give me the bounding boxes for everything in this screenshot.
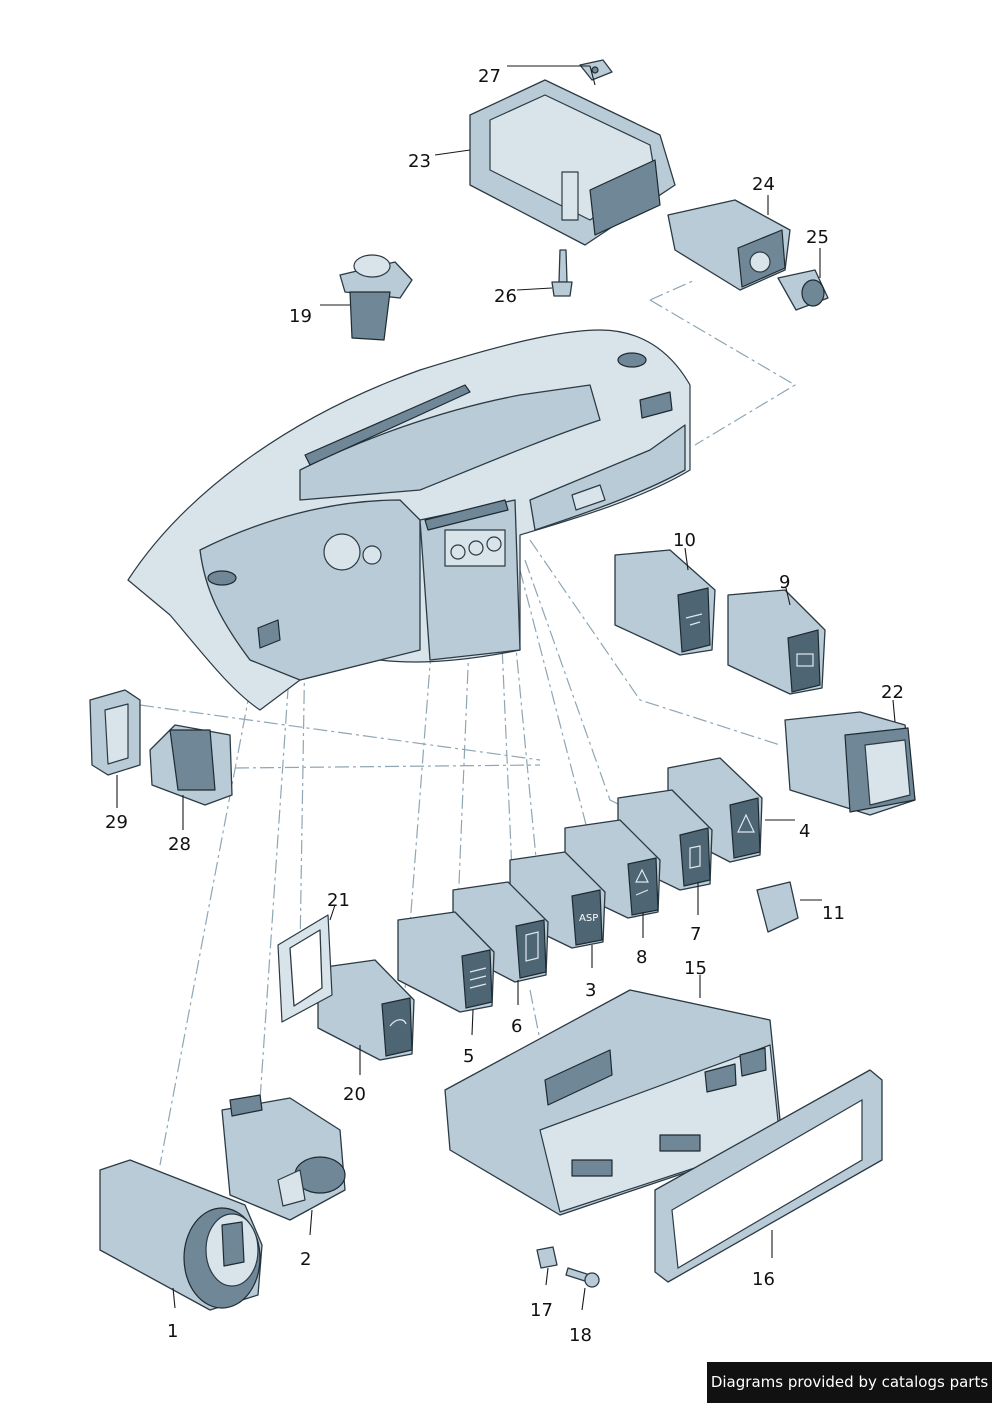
- rotary-switch-22: [784, 711, 916, 816]
- switch-20: [317, 959, 415, 1061]
- credit-footer: Diagrams provided by catalogs parts: [707, 1362, 992, 1403]
- label-7: 7: [690, 924, 701, 945]
- dashboard-panel: [127, 329, 691, 711]
- screw-26: [551, 249, 573, 297]
- cover-frame-29: [89, 689, 141, 776]
- label-25: 25: [806, 227, 829, 248]
- clip-17: [536, 1246, 558, 1269]
- label-2: 2: [300, 1249, 311, 1270]
- label-24: 24: [752, 174, 775, 195]
- label-29: 29: [105, 812, 128, 833]
- label-26: 26: [494, 286, 517, 307]
- switch-9: [727, 589, 826, 695]
- switch-10: [614, 549, 716, 656]
- label-22: 22: [881, 682, 904, 703]
- label-28: 28: [168, 834, 191, 855]
- label-11: 11: [822, 903, 845, 924]
- screw-18: [565, 1267, 600, 1288]
- label-27: 27: [478, 66, 501, 87]
- switch-19: [339, 254, 413, 341]
- label-5: 5: [463, 1046, 474, 1067]
- label-6: 6: [511, 1016, 522, 1037]
- label-9: 9: [779, 572, 790, 593]
- label-16: 16: [752, 1269, 775, 1290]
- asp-label: ASP: [579, 913, 598, 924]
- label-10: 10: [673, 530, 696, 551]
- dimmer-switch-2: [221, 1094, 346, 1221]
- label-17: 17: [530, 1300, 553, 1321]
- label-8: 8: [636, 947, 647, 968]
- clip-nut-27: [579, 59, 613, 81]
- socket-housing-24: [667, 199, 791, 291]
- label-4: 4: [799, 821, 810, 842]
- label-15: 15: [684, 958, 707, 979]
- label-3: 3: [585, 980, 596, 1001]
- label-20: 20: [343, 1084, 366, 1105]
- label-23: 23: [408, 151, 431, 172]
- cap-11: [756, 881, 799, 933]
- climate-control-15: [444, 989, 783, 1216]
- switch-28: [149, 724, 233, 806]
- socket-insert-25: [777, 269, 829, 311]
- label-21: 21: [327, 890, 350, 911]
- trim-frame-16: [654, 1069, 883, 1283]
- leader-lines: [116, 65, 896, 1311]
- label-1: 1: [167, 1321, 178, 1342]
- label-18: 18: [569, 1325, 592, 1346]
- callout-labels: 27 23 24 25 26 19 10 9 22 29 4 28 21 11 …: [105, 66, 904, 1346]
- light-switch-1: [99, 1159, 263, 1311]
- label-19: 19: [289, 306, 312, 327]
- gasket-21: [277, 914, 333, 1023]
- switch-5: [397, 911, 495, 1013]
- storage-compartment-23: [469, 79, 676, 246]
